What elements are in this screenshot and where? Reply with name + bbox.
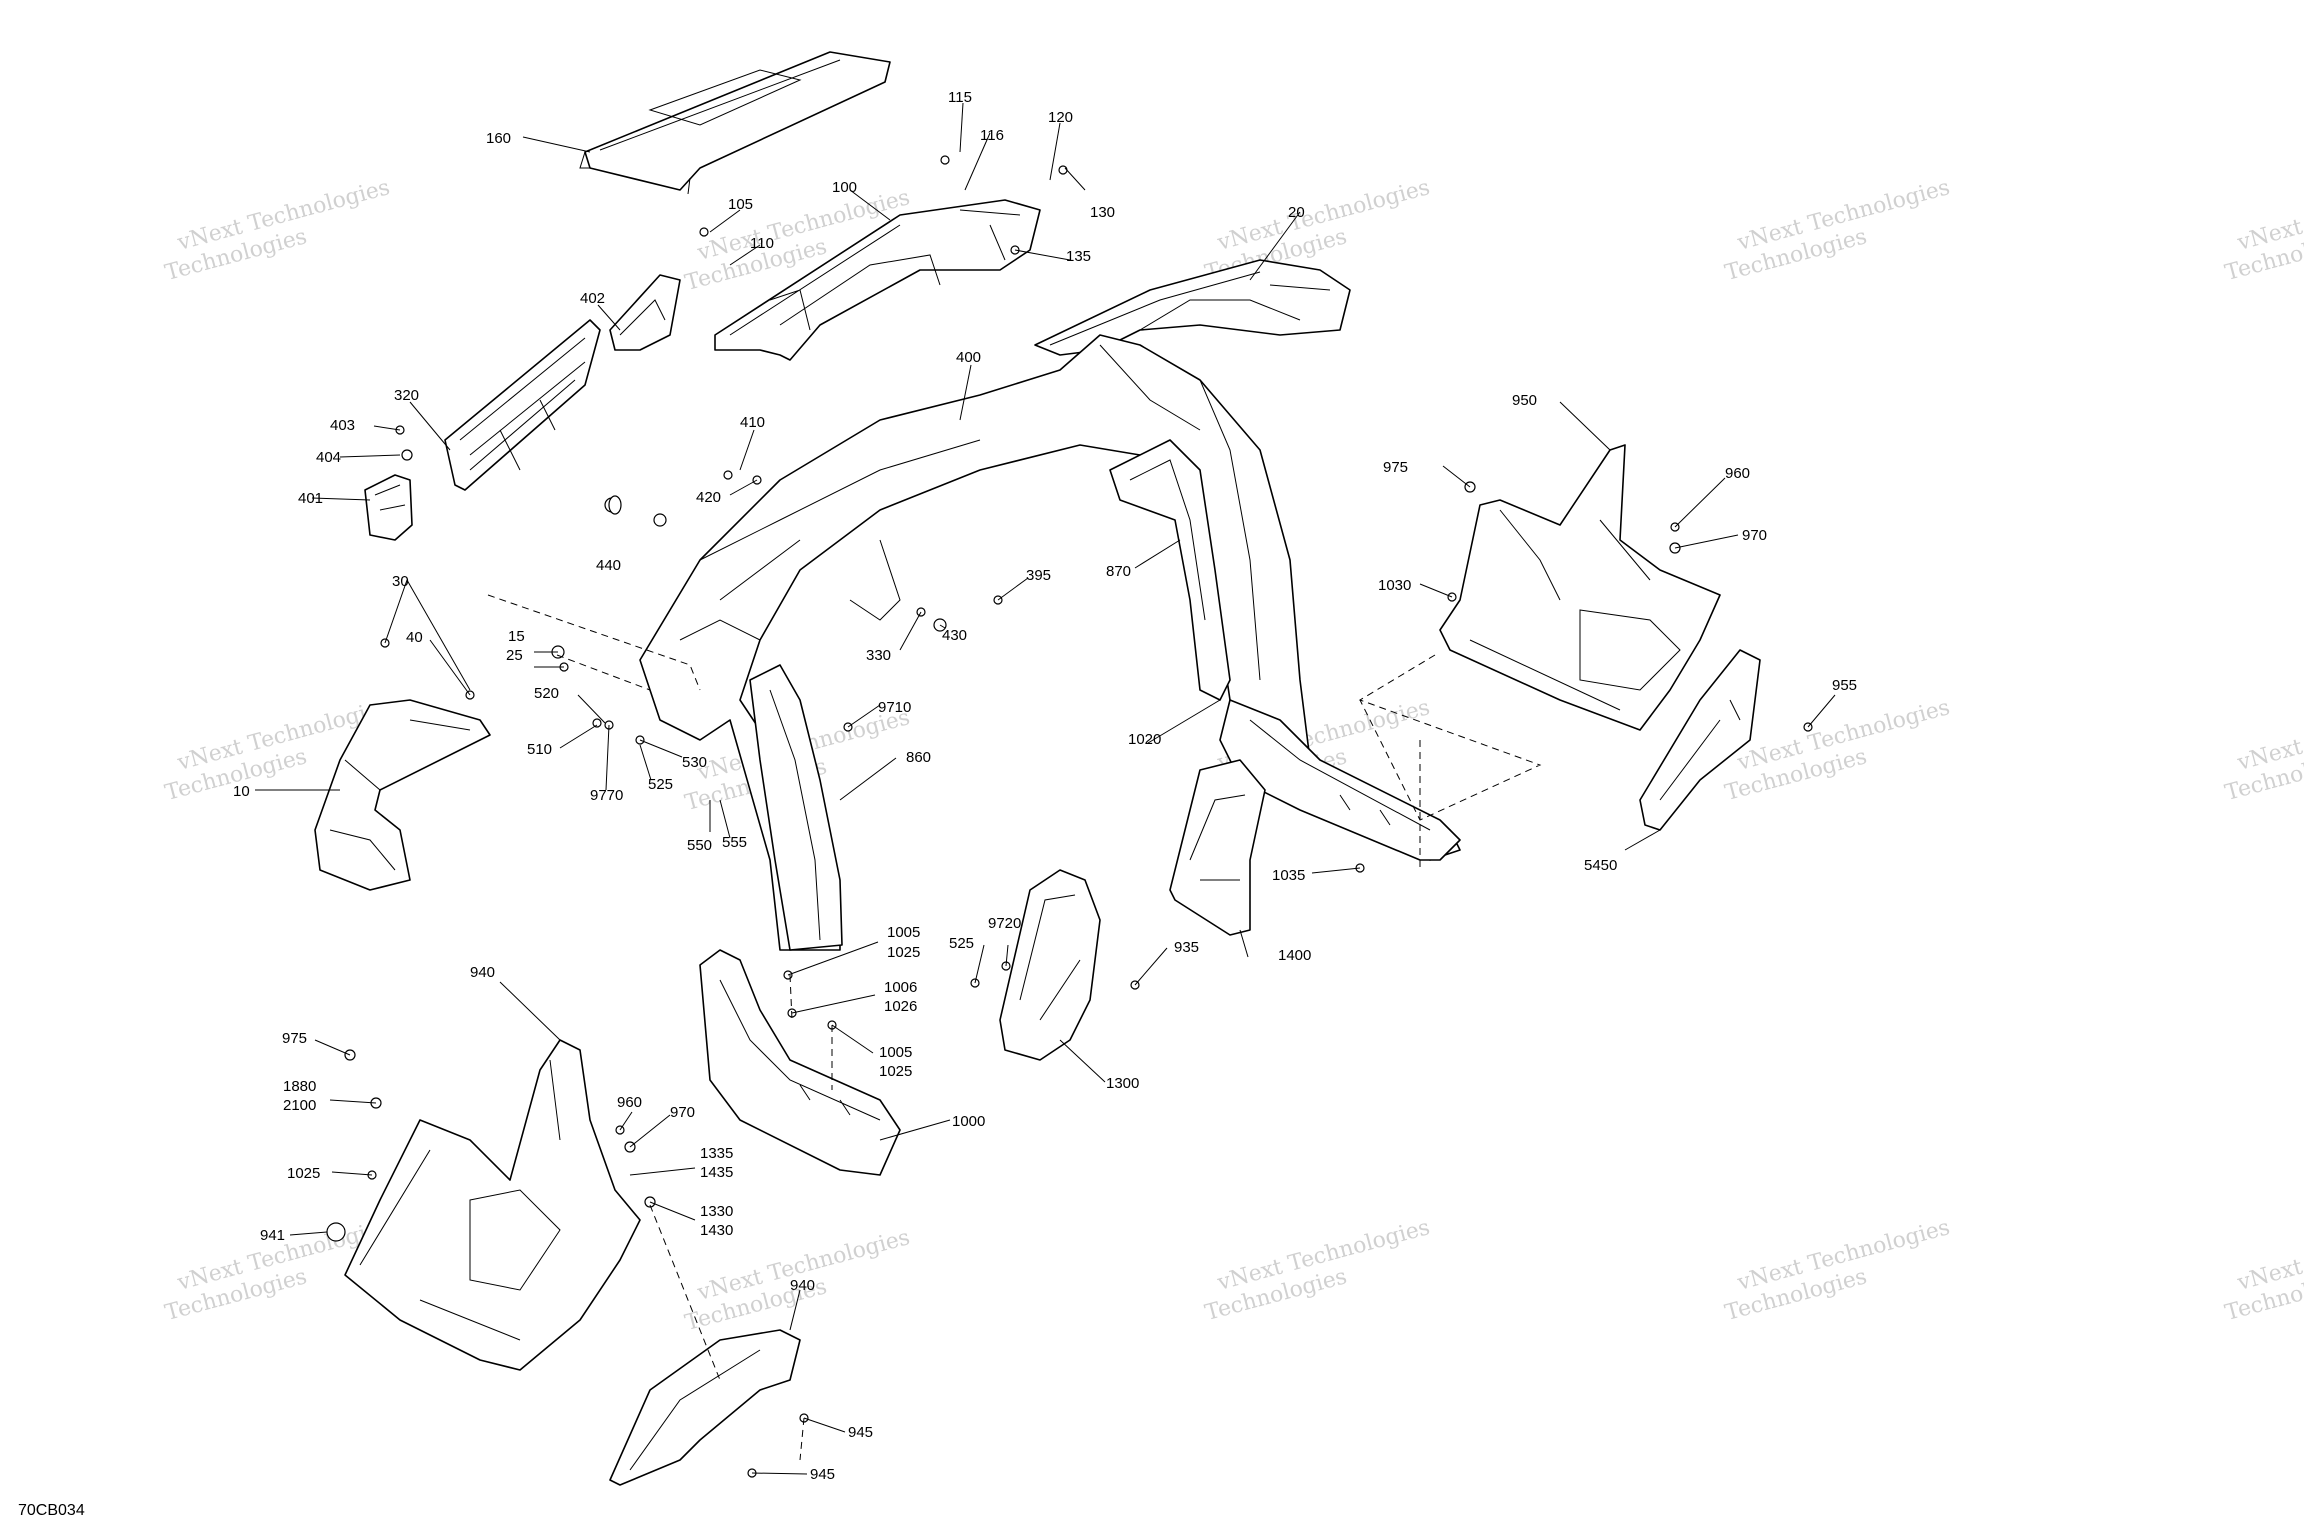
callout-label: 975 <box>1383 459 1408 476</box>
callout-label: 401 <box>298 490 323 507</box>
callout-label: 410 <box>740 414 765 431</box>
callout-label: 1030 <box>1378 577 1411 594</box>
parts <box>314 51 1761 1486</box>
callout-label: 430 <box>942 627 967 644</box>
callout-label: 1035 <box>1272 867 1305 884</box>
callout-label: 40 <box>406 629 423 646</box>
callout-label: 9770 <box>590 787 623 804</box>
part-1300-cover <box>999 869 1101 1061</box>
callout-label: 1430 <box>700 1222 733 1239</box>
part-160-roof-panel <box>579 51 891 195</box>
callout-label: 120 <box>1048 109 1073 126</box>
assembly-lines <box>487 594 1542 1461</box>
callout-label: 970 <box>670 1104 695 1121</box>
callout-label: 1435 <box>700 1164 733 1181</box>
part-20-cowl <box>1034 259 1351 356</box>
part-5450-panel <box>1639 649 1761 831</box>
callout-label: 135 <box>1066 248 1091 265</box>
callout-label: 440 <box>596 557 621 574</box>
part-100-dash-top <box>714 199 1041 361</box>
callout-label: 10 <box>233 783 250 800</box>
callout-label: 20 <box>1288 204 1305 221</box>
callout-label: 9710 <box>878 699 911 716</box>
callout-label: 115 <box>948 89 972 106</box>
part-401-mount <box>364 474 413 541</box>
callout-label: 1005 <box>887 924 920 941</box>
callout-label: 100 <box>832 179 857 196</box>
part-320-grille <box>444 319 601 491</box>
callout-label: 1880 <box>283 1078 316 1095</box>
callout-label: 950 <box>1512 392 1537 409</box>
callout-label: 1025 <box>887 944 920 961</box>
part-940-side-panel <box>344 1039 641 1371</box>
part-1000-rocker <box>699 949 901 1176</box>
part-10-side-guard <box>314 699 491 891</box>
callout-label: 960 <box>1725 465 1750 482</box>
callout-label: 1005 <box>879 1044 912 1061</box>
part-860-post <box>749 664 843 951</box>
callout-label: 330 <box>866 647 891 664</box>
callout-label: 960 <box>617 1094 642 1111</box>
part-402-bracket <box>609 274 681 351</box>
callout-label: 1335 <box>700 1145 733 1162</box>
callout-label: 520 <box>534 685 559 702</box>
callout-label: 400 <box>956 349 981 366</box>
callout-label: 130 <box>1090 204 1115 221</box>
callout-label: 945 <box>810 1466 835 1483</box>
leader-lines <box>255 102 1836 1475</box>
callout-label: 1025 <box>287 1165 320 1182</box>
callout-label: 402 <box>580 290 605 307</box>
callout-label: 404 <box>316 449 341 466</box>
part-1400-cover <box>1169 759 1266 936</box>
callout-label: 1400 <box>1278 947 1311 964</box>
callout-label: 941 <box>260 1227 285 1244</box>
callout-label: 525 <box>949 935 974 952</box>
callout-label: 530 <box>682 754 707 771</box>
callout-label: 940 <box>470 964 495 981</box>
callout-label: 420 <box>696 489 721 506</box>
callout-label: 1006 <box>884 979 917 996</box>
callout-label: 940 <box>790 1277 815 1294</box>
part-940-lower-trim <box>609 1329 801 1486</box>
callout-label: 1026 <box>884 998 917 1015</box>
callout-label: 525 <box>648 776 673 793</box>
callout-label: 1300 <box>1106 1075 1139 1092</box>
callout-label: 2100 <box>283 1097 316 1114</box>
callout-label: 9720 <box>988 915 1021 932</box>
callout-label: 30 <box>392 573 409 590</box>
callout-label: 975 <box>282 1030 307 1047</box>
callout-label: 860 <box>906 749 931 766</box>
callout-label: 320 <box>394 387 419 404</box>
callout-label: 160 <box>486 130 511 147</box>
callout-labels: 160 115 116 120 130 100 105 110 135 20 4… <box>233 89 1857 1483</box>
callout-label: 970 <box>1742 527 1767 544</box>
callout-label: 395 <box>1026 567 1051 584</box>
callout-label: 955 <box>1832 677 1857 694</box>
part-950-side-panel <box>1439 444 1721 731</box>
callout-label: 870 <box>1106 563 1131 580</box>
callout-label: 403 <box>330 417 355 434</box>
callout-label: 945 <box>848 1424 873 1441</box>
callout-label: 555 <box>722 834 747 851</box>
callout-label: 116 <box>980 127 1004 144</box>
callout-label: 935 <box>1174 939 1199 956</box>
callout-label: 105 <box>728 196 753 213</box>
callout-label: 5450 <box>1584 857 1617 874</box>
callout-label: 110 <box>750 235 774 252</box>
callout-label: 1025 <box>879 1063 912 1080</box>
callout-label: 1330 <box>700 1203 733 1220</box>
callout-label: 1020 <box>1128 731 1161 748</box>
callout-label: 510 <box>527 741 552 758</box>
drawing-code: 70CB034 <box>18 1502 85 1519</box>
callout-label: 550 <box>687 837 712 854</box>
callout-label: 15 <box>508 628 525 645</box>
callout-label: 1000 <box>952 1113 985 1130</box>
callout-label: 25 <box>506 647 523 664</box>
